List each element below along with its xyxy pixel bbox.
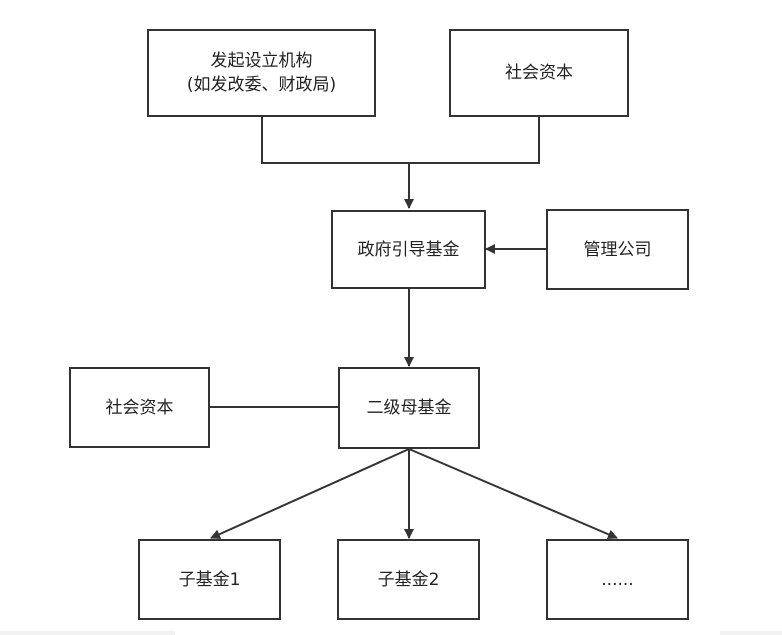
arrow-to-sub-fund-1 (210, 448, 410, 539)
connector-sponsor-merge (261, 117, 540, 164)
sub-fund-1-label: 子基金1 (178, 569, 241, 590)
management-company-label: 管理公司 (583, 239, 652, 260)
sub-fund-1-node[interactable]: 子基金1 (138, 539, 281, 620)
more-funds-label: ...... (601, 569, 634, 590)
arrow-to-more (408, 448, 618, 540)
sub-fund-2-label: 子基金2 (377, 569, 440, 590)
secondary-mother-fund-label: 二级母基金 (366, 398, 452, 418)
bottom-edge-strip (0, 631, 782, 635)
social-capital-top-node[interactable]: 社会资本 (449, 29, 629, 117)
sponsor-sublabel: (如发改委、财政局) (186, 75, 337, 95)
bottom-edge-gap (175, 631, 720, 635)
sponsor-node[interactable]: 发起设立机构 (如发改委、财政局) (147, 29, 376, 117)
gov-guidance-fund-node[interactable]: 政府引导基金 (331, 210, 486, 289)
secondary-mother-fund-node[interactable]: 二级母基金 (338, 367, 480, 449)
gov-guidance-fund-label: 政府引导基金 (357, 239, 460, 260)
more-funds-node[interactable]: ...... (546, 539, 689, 620)
social-capital-left-node[interactable]: 社会资本 (69, 367, 210, 448)
management-company-node[interactable]: 管理公司 (546, 209, 689, 290)
social-capital-top-label: 社会资本 (505, 63, 573, 83)
social-capital-left-label: 社会资本 (105, 397, 174, 418)
sub-fund-2-node[interactable]: 子基金2 (337, 539, 480, 620)
sponsor-label: 发起设立机构 (210, 51, 313, 71)
